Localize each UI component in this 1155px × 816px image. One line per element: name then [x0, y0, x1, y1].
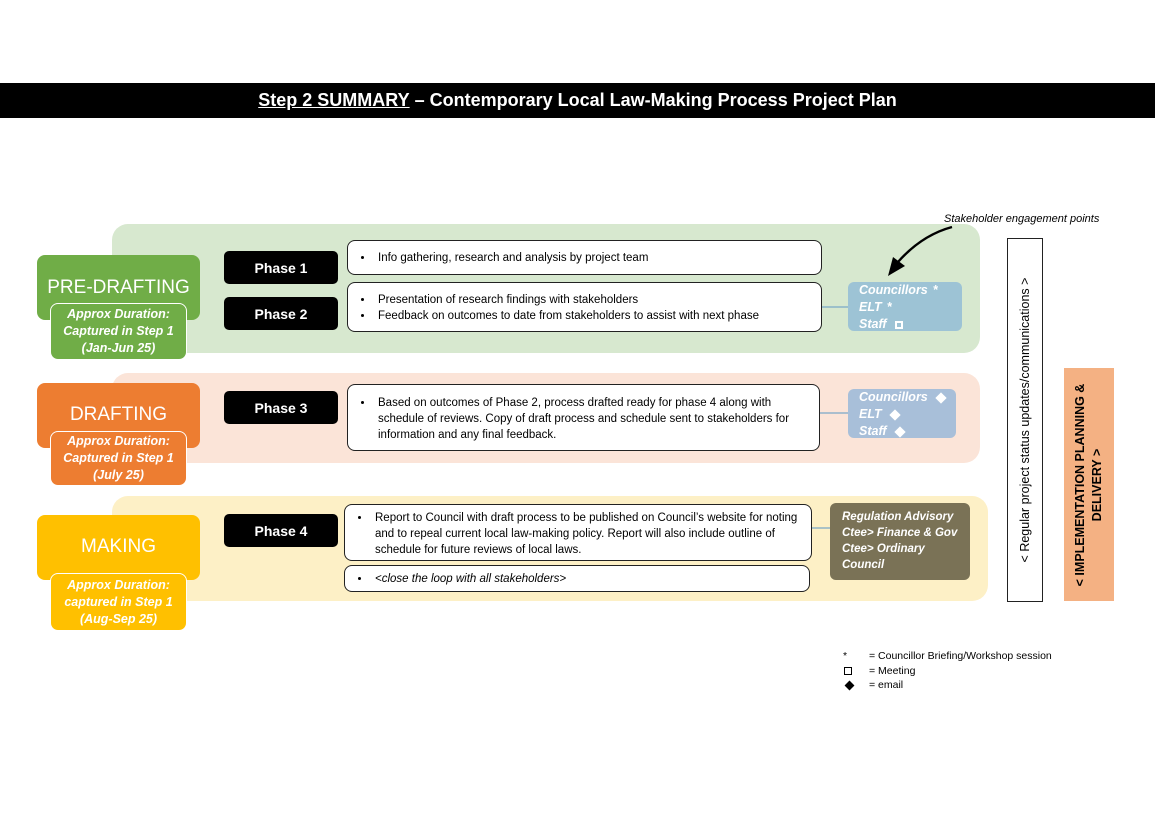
legend-meeting: = Meeting — [843, 665, 915, 677]
phase-4-box: Phase 4 — [224, 514, 338, 547]
asterisk-icon: * — [932, 283, 938, 297]
stakeholder-label: Staff — [859, 317, 887, 331]
square-icon — [843, 667, 869, 675]
duration-line: (July 25) — [93, 468, 144, 482]
content-bullet: Report to Council with draft process to … — [371, 510, 805, 558]
stakeholders-pre-drafting: Councillors * ELT * Staff — [848, 282, 962, 331]
implementation-bar: < IMPLEMENTATION PLANNING & DELIVERY > — [1064, 368, 1114, 601]
implementation-line: < IMPLEMENTATION PLANNING & — [1073, 383, 1087, 586]
stage-drafting-label: DRAFTING — [69, 404, 168, 425]
stakeholders-making: Regulation Advisory Ctee> Finance & Gov … — [830, 503, 970, 580]
duration-line: Captured in Step 1 — [63, 451, 174, 465]
phase-label: Phase 1 — [254, 259, 308, 276]
duration-line: (Aug-Sep 25) — [79, 611, 158, 626]
stakeholder-line: Council — [842, 559, 885, 571]
duration-line: Captured in Step 1 — [63, 324, 174, 338]
stakeholder-label: ELT — [859, 300, 882, 314]
legend-asterisk: * = Councillor Briefing/Workshop session — [843, 650, 1052, 662]
stakeholder-row: Staff — [859, 423, 956, 440]
phase-label: Phase 3 — [254, 399, 308, 416]
phase-2-content: Presentation of research findings with s… — [347, 282, 822, 332]
asterisk-icon: * — [843, 650, 848, 662]
stakeholder-row: ELT — [859, 406, 956, 423]
phase-3-content: Based on outcomes of Phase 2, process dr… — [347, 384, 820, 451]
title-underlined: Step 2 SUMMARY — [258, 90, 410, 110]
stage-making: MAKING — [37, 515, 200, 580]
stakeholder-label: Councillors — [859, 283, 928, 297]
stakeholder-row: Staff — [859, 316, 962, 333]
phase-3-box: Phase 3 — [224, 391, 338, 424]
duration-line: Approx Duration: — [67, 577, 170, 592]
diamond-icon — [935, 391, 947, 404]
asterisk-icon: * — [886, 300, 892, 314]
stakeholder-label: Councillors — [859, 390, 928, 404]
content-bullet: <close the loop with all stakeholders> — [371, 571, 809, 587]
phase-1-box: Phase 1 — [224, 251, 338, 284]
phase-label: Phase 4 — [254, 522, 308, 539]
duration-pre-drafting: Approx Duration: Captured in Step 1 (Jan… — [50, 303, 187, 360]
implementation-line: DELIVERY > — [1090, 448, 1104, 521]
duration-line: captured in Step 1 — [64, 594, 173, 609]
legend-text: = email — [869, 679, 904, 691]
stakeholders-drafting: Councillors ELT Staff — [848, 389, 956, 438]
stakeholder-line: Ctee> Ordinary — [842, 543, 925, 555]
legend-text: = Councillor Briefing/Workshop session — [869, 650, 1052, 662]
stakeholder-row: Councillors * — [859, 282, 962, 299]
content-bullet: Based on outcomes of Phase 2, process dr… — [374, 395, 813, 443]
stakeholder-label: ELT — [859, 407, 882, 421]
square-icon — [894, 320, 903, 329]
stage-making-label: MAKING — [81, 536, 156, 557]
phase-1-content: Info gathering, research and analysis by… — [347, 240, 822, 275]
status-updates-label: < Regular project status updates/communi… — [1018, 277, 1032, 563]
phase-4-content: Report to Council with draft process to … — [344, 504, 812, 561]
content-bullet: Feedback on outcomes to date from stakeh… — [374, 308, 821, 324]
stakeholder-row: Councillors — [859, 389, 956, 406]
legend-text: = Meeting — [869, 665, 916, 677]
phase-label: Phase 2 — [254, 305, 308, 322]
stakeholder-line: Ctee> Finance & Gov — [842, 527, 958, 539]
diamond-icon — [843, 680, 869, 690]
duration-line: Approx Duration: — [67, 434, 170, 448]
title-banner: Step 2 SUMMARY – Contemporary Local Law-… — [0, 83, 1155, 118]
stakeholder-engagement-annotation: Stakeholder engagement points — [944, 213, 1100, 225]
legend-email: = email — [843, 679, 903, 691]
stage-pre-drafting-label: PRE-DRAFTING — [47, 277, 190, 298]
duration-line: Approx Duration: — [67, 307, 170, 321]
title-rest: – Contemporary Local Law-Making Process … — [409, 90, 897, 110]
implementation-label: < IMPLEMENTATION PLANNING & DELIVERY > — [1072, 370, 1106, 600]
stakeholder-row: ELT * — [859, 299, 962, 316]
duration-making: Approx Duration: captured in Step 1 (Aug… — [50, 573, 187, 631]
stakeholder-label: Staff — [859, 424, 887, 438]
content-bullet: Info gathering, research and analysis by… — [374, 250, 821, 266]
duration-drafting: Approx Duration: Captured in Step 1 (Jul… — [50, 431, 187, 486]
diamond-icon — [889, 408, 901, 421]
stakeholder-line: Regulation Advisory — [842, 511, 954, 523]
content-bullet: Presentation of research findings with s… — [374, 292, 821, 308]
duration-line: (Jan-Jun 25) — [81, 341, 156, 355]
diamond-icon — [893, 425, 906, 438]
phase-2-box: Phase 2 — [224, 297, 338, 330]
status-updates-bar: < Regular project status updates/communi… — [1007, 238, 1043, 602]
phase-4-close-loop: <close the loop with all stakeholders> — [344, 565, 810, 592]
